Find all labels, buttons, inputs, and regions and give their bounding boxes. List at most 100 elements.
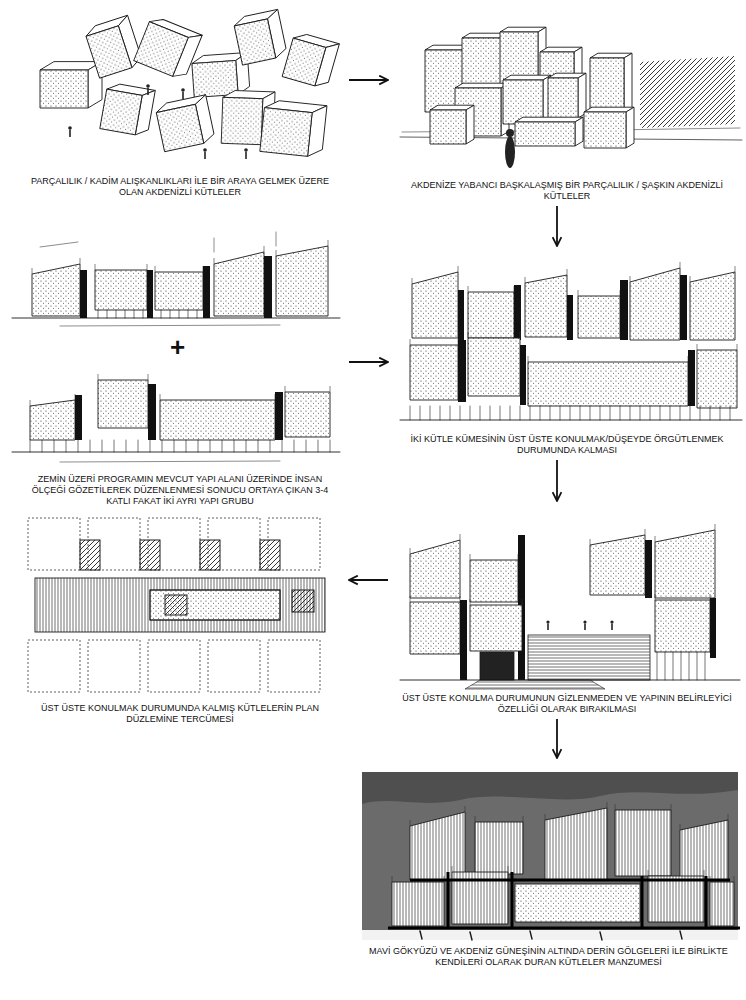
elevation-block — [30, 394, 75, 440]
plan-grid-cell — [28, 518, 80, 570]
sketch-line — [186, 440, 187, 452]
sketch-line — [210, 440, 211, 452]
construction-line — [680, 824, 681, 830]
block-face-ground — [276, 246, 328, 316]
block-face-ground — [392, 882, 444, 926]
person-figure — [244, 148, 248, 159]
block-face — [98, 380, 148, 428]
block-face — [468, 338, 520, 396]
construction-line — [98, 374, 99, 380]
sketch-panel: İKİ KÜTLE KÜMESİNİN ÜST ÜSTE KONULMAK/DÜ… — [392, 250, 742, 456]
ground-figure — [600, 932, 602, 940]
sketch-line — [188, 310, 189, 318]
sketch-line — [580, 406, 581, 420]
block-face — [410, 812, 465, 880]
mass-side — [626, 107, 634, 148]
sketch-line — [114, 440, 115, 452]
construction-line — [468, 332, 469, 338]
mass-front-ground — [260, 108, 312, 157]
mass-top-ground — [455, 83, 509, 88]
plus-sign: + — [170, 334, 185, 360]
sketch-space — [392, 8, 742, 180]
shadow-strip — [203, 266, 210, 318]
construction-line — [470, 554, 471, 560]
block-face-ground — [98, 380, 148, 428]
elevation-block — [98, 374, 148, 428]
block-face — [470, 605, 522, 651]
block-face-ground — [528, 362, 688, 406]
person-figure — [583, 620, 586, 630]
mass-sketch — [515, 117, 583, 146]
sketch-panel: ÜST ÜSTE KONULMA DURUMUNUN GİZLENMEDEN V… — [392, 505, 742, 715]
mass-front-ground — [86, 26, 132, 78]
sketch-line — [294, 440, 295, 452]
sketch-line — [520, 406, 521, 420]
block-face-ground — [95, 270, 147, 310]
entrance-door — [480, 652, 514, 680]
block-face-ground — [655, 530, 715, 598]
sketch-line — [650, 406, 651, 420]
block-face — [690, 272, 735, 340]
block-face-ground — [655, 600, 710, 652]
construction-line — [525, 277, 526, 283]
elevation-block — [470, 554, 518, 602]
mass-front — [548, 78, 578, 118]
sketch-line — [420, 406, 421, 420]
construction-line — [655, 594, 656, 600]
construction-line — [607, 802, 608, 808]
elevation-block — [155, 266, 203, 310]
elevation-block — [475, 816, 523, 874]
sketch-line — [150, 440, 151, 452]
sketch-line — [30, 440, 31, 452]
panel-caption: İKİ KÜTLE KÜMESİNİN ÜST ÜSTE KONULMAK/DÜ… — [392, 434, 742, 456]
elevation-block — [470, 599, 522, 651]
person-figure — [181, 88, 185, 99]
sketch-line — [107, 310, 108, 318]
sketch-line — [66, 440, 67, 452]
construction-line — [508, 866, 509, 872]
person-head — [244, 148, 248, 152]
shadow-strip — [710, 598, 716, 658]
construction-line — [214, 258, 215, 264]
block-face-ground — [515, 884, 640, 922]
shadow-strip — [275, 392, 283, 440]
shadow-strip — [514, 285, 521, 340]
person-head — [68, 126, 72, 130]
sketch-line — [510, 406, 511, 420]
shadow-strip — [264, 256, 272, 318]
construction-line — [645, 529, 646, 535]
elevation-block — [410, 339, 458, 400]
block-face-ground — [630, 268, 680, 340]
sketch-space — [392, 250, 742, 434]
sketch-line — [318, 440, 319, 452]
ground-plane — [362, 930, 738, 940]
sketch-line — [282, 440, 283, 452]
sketch-space — [15, 8, 345, 176]
elevation-block — [680, 814, 728, 880]
sketch-line — [710, 406, 711, 420]
sketch-line — [162, 440, 163, 452]
sketch-line — [161, 310, 162, 318]
elevation-block — [648, 870, 704, 922]
sketch-line — [550, 406, 551, 420]
block-face-ground — [545, 808, 607, 880]
block-face — [32, 264, 80, 316]
sketch-line — [689, 652, 690, 680]
mass-side — [466, 105, 474, 144]
sketch-line — [610, 406, 611, 420]
elevation-block — [160, 394, 275, 440]
elevation-block — [615, 804, 671, 876]
person-body — [547, 624, 549, 630]
shadow-strip — [460, 600, 467, 680]
construction-line — [458, 266, 459, 272]
sky-wash-light — [362, 772, 738, 804]
mass-side-ground — [466, 105, 474, 144]
person-head — [203, 148, 207, 152]
sketch-space — [392, 505, 742, 693]
block-face-ground — [470, 605, 522, 651]
block-face-ground — [410, 602, 460, 654]
sketch-line — [690, 406, 691, 420]
construction-line — [567, 269, 568, 275]
elevation-block — [578, 290, 620, 338]
sketch-line — [174, 440, 175, 452]
